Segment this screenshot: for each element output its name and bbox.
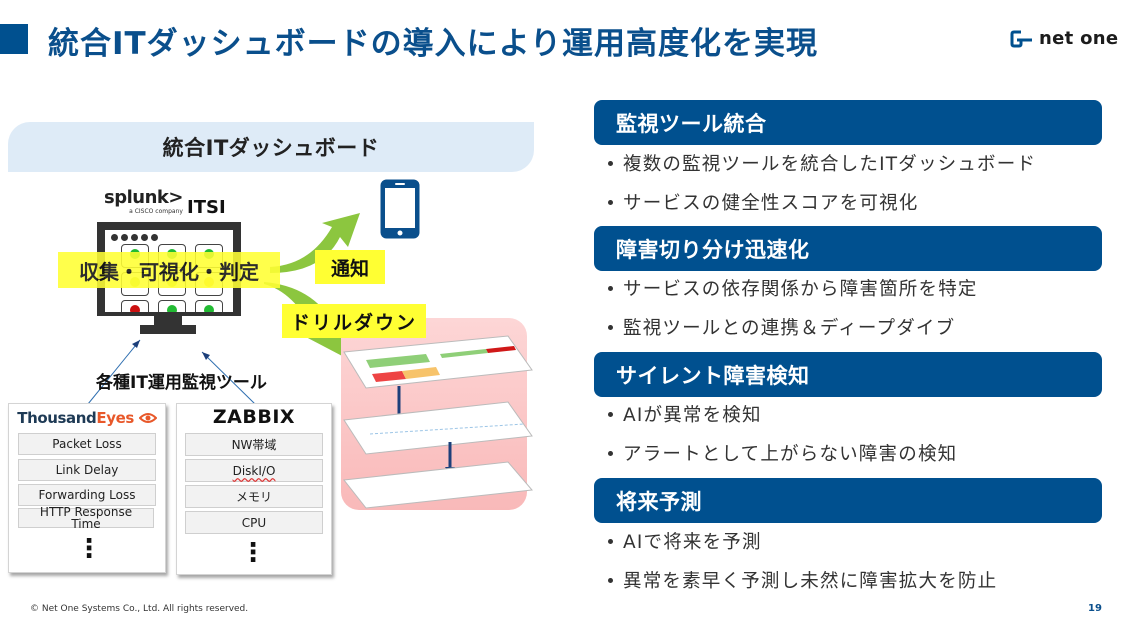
window-dots bbox=[111, 234, 158, 241]
notify-arrow-icon bbox=[270, 213, 360, 273]
bullet-dot bbox=[608, 538, 613, 544]
dashboard-layer-1 bbox=[343, 335, 533, 389]
thousandeyes-logo-part-a: Thousand bbox=[17, 409, 97, 427]
thousandeyes-logo-part-b: Eyes bbox=[96, 409, 134, 427]
bullet-dot bbox=[608, 324, 613, 330]
bullet-dot bbox=[608, 285, 613, 291]
bullet-item: サービスの健全性スコアを可視化 bbox=[608, 189, 919, 215]
metric-nw-bandwidth: NW帯域 bbox=[185, 433, 323, 456]
net-one-logo: net one bbox=[1010, 28, 1118, 49]
zabbix-panel: ZABBIX NW帯域 DiskI/O メモリ CPU ⋮ bbox=[176, 403, 332, 575]
bullet-item: 監視ツールとの連携＆ディープダイブ bbox=[608, 314, 955, 340]
page-title: 統合ITダッシュボードの導入により運用高度化を実現 bbox=[48, 26, 819, 62]
splunk-logo: splunk> a CISCO company bbox=[104, 187, 183, 216]
logo-text: net one bbox=[1039, 28, 1119, 49]
collect-visualize-judge-label: 収集・可視化・判定 bbox=[58, 252, 280, 288]
metric-packet-loss: Packet Loss bbox=[18, 433, 156, 455]
section-header-tool-integration: 監視ツール統合 bbox=[594, 100, 1102, 145]
status-tile bbox=[158, 300, 186, 312]
bullet-item: AIが異常を検知 bbox=[608, 401, 762, 427]
metric-link-delay: Link Delay bbox=[18, 459, 156, 481]
metric-cpu: CPU bbox=[185, 511, 323, 534]
bullet-text: 異常を素早く予測し未然に障害拡大を防止 bbox=[623, 571, 998, 592]
bullet-text: 複数の監視ツールを統合したITダッシュボード bbox=[623, 154, 1037, 175]
monitoring-tools-label: 各種IT運用監視ツール bbox=[96, 373, 267, 393]
bullet-text: アラートとして上がらない障害の検知 bbox=[623, 444, 958, 465]
smartphone-icon bbox=[380, 179, 420, 239]
eye-icon bbox=[138, 413, 158, 423]
status-tile bbox=[195, 300, 223, 312]
splunk-logo-sub: a CISCO company bbox=[129, 208, 183, 215]
bullet-dot bbox=[608, 450, 613, 456]
drilldown-label: ドリルダウン bbox=[282, 304, 426, 338]
bullet-text: AIが異常を検知 bbox=[623, 405, 762, 426]
notify-label: 通知 bbox=[315, 250, 385, 284]
section-header-future-prediction: 将来予測 bbox=[594, 478, 1102, 523]
more-items-ellipsis: ⋮ bbox=[240, 538, 266, 568]
monitor-base bbox=[140, 325, 196, 334]
itsi-label: ITSI bbox=[187, 197, 226, 218]
bullet-text: サービスの依存関係から障害箇所を特定 bbox=[623, 279, 978, 300]
copyright: © Net One Systems Co., Ltd. All rights r… bbox=[30, 604, 249, 614]
dashboard-banner-label: 統合ITダッシュボード bbox=[162, 136, 380, 160]
title-accent-square bbox=[0, 24, 28, 54]
bullet-item: 異常を素早く予測し未然に障害拡大を防止 bbox=[608, 567, 997, 593]
bullet-text: サービスの健全性スコアを可視化 bbox=[623, 193, 919, 214]
net-one-logo-icon bbox=[1010, 30, 1032, 47]
bullet-item: 複数の監視ツールを統合したITダッシュボード bbox=[608, 150, 1036, 176]
drilldown-arrow-icon bbox=[264, 282, 346, 358]
drilldown-screens-illustration bbox=[343, 335, 533, 509]
metric-http-response-time: HTTP Response Time bbox=[18, 506, 154, 530]
status-tile bbox=[121, 300, 149, 312]
bullet-text: AIで将来を予測 bbox=[623, 532, 762, 553]
bullet-dot bbox=[608, 577, 613, 583]
status-dot bbox=[204, 305, 214, 312]
dashboard-layer-2 bbox=[343, 401, 533, 455]
metric-disk-io: DiskI/O bbox=[185, 459, 323, 482]
bullet-dot bbox=[608, 160, 613, 166]
bullet-item: サービスの依存関係から障害箇所を特定 bbox=[608, 275, 978, 301]
bullet-item: AIで将来を予測 bbox=[608, 528, 762, 554]
monitor-stand bbox=[154, 316, 182, 326]
status-dot bbox=[167, 305, 177, 312]
dashboard-layer-3 bbox=[343, 461, 533, 509]
splunk-logo-text: splunk> bbox=[104, 187, 183, 208]
metric-memory: メモリ bbox=[185, 485, 323, 508]
page-number: 19 bbox=[1088, 603, 1102, 614]
status-dot bbox=[130, 305, 140, 312]
bullet-dot bbox=[608, 199, 613, 205]
metric-forwarding-loss: Forwarding Loss bbox=[18, 484, 156, 506]
dashboard-banner: 統合ITダッシュボード bbox=[8, 122, 534, 172]
bullet-text: 監視ツールとの連携＆ディープダイブ bbox=[623, 318, 956, 339]
section-header-fault-isolation: 障害切り分け迅速化 bbox=[594, 226, 1102, 271]
tool-connectors bbox=[87, 339, 256, 405]
thousandeyes-logo: ThousandEyes bbox=[9, 409, 165, 427]
more-items-ellipsis: ⋮ bbox=[76, 534, 102, 564]
zabbix-logo: ZABBIX bbox=[212, 406, 296, 428]
bullet-item: アラートとして上がらない障害の検知 bbox=[608, 440, 957, 466]
section-header-silent-failure-detection: サイレント障害検知 bbox=[594, 352, 1102, 397]
bullet-dot bbox=[608, 411, 613, 417]
thousandeyes-panel: ThousandEyes Packet Loss Link Delay Forw… bbox=[8, 403, 166, 573]
